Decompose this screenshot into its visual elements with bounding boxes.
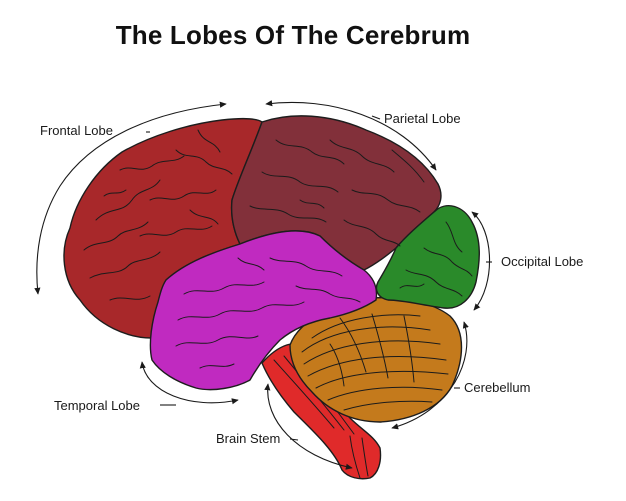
parietal-arrow: [265, 100, 437, 171]
brain-stem-arrow: [264, 383, 353, 470]
label-brain-stem: Brain Stem: [216, 431, 280, 446]
label-cerebellum: Cerebellum: [464, 380, 530, 395]
cerebellum-arrow: [391, 321, 469, 430]
label-parietal-lobe: Parietal Lobe: [384, 111, 461, 126]
temporal-arrow: [139, 361, 239, 405]
frontal-arrow: [34, 101, 227, 295]
label-temporal-lobe: Temporal Lobe: [54, 398, 140, 413]
occipital-arrow: [471, 211, 491, 311]
label-occipital-lobe: Occipital Lobe: [501, 254, 583, 269]
label-frontal-lobe: Frontal Lobe: [40, 123, 113, 138]
label-arrows: [34, 100, 491, 470]
diagram-title: The Lobes Of The Cerebrum: [115, 20, 471, 50]
